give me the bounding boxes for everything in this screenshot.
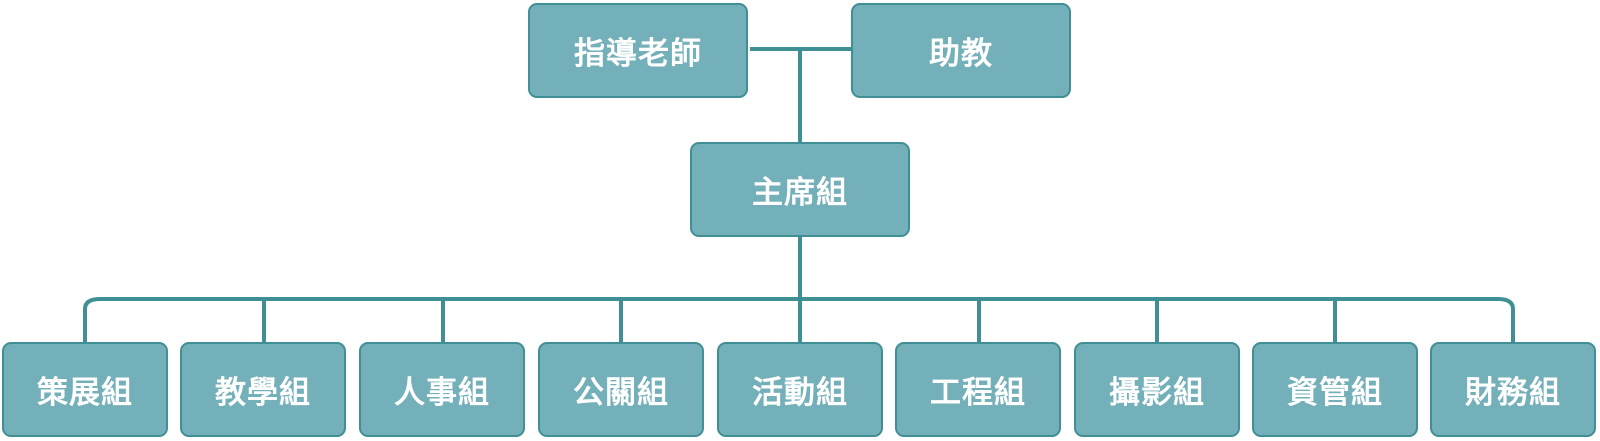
group-node-label: 資管組 bbox=[1287, 375, 1383, 411]
group-node-label: 活動組 bbox=[752, 375, 848, 411]
group-node-label: 財務組 bbox=[1465, 375, 1561, 411]
group-node: 財務組 bbox=[1430, 342, 1596, 437]
group-node-label: 工程組 bbox=[930, 375, 1026, 411]
group-node: 資管組 bbox=[1252, 342, 1418, 437]
group-node-label: 人事組 bbox=[394, 375, 490, 411]
group-node: 工程組 bbox=[895, 342, 1061, 437]
chair-node: 主席組 bbox=[690, 142, 910, 237]
group-node: 人事組 bbox=[359, 342, 525, 437]
advisor-node-ta-label: 助教 bbox=[929, 36, 993, 72]
groups-horizontal-connector bbox=[83, 297, 1515, 342]
group-node: 策展組 bbox=[2, 342, 168, 437]
group-node: 攝影組 bbox=[1074, 342, 1240, 437]
chair-node-label: 主席組 bbox=[752, 175, 848, 211]
advisor-node-ta: 助教 bbox=[851, 3, 1071, 98]
group-node: 教學組 bbox=[180, 342, 346, 437]
group-node-label: 策展組 bbox=[37, 375, 133, 411]
group-node-label: 公關組 bbox=[573, 375, 669, 411]
group-node-label: 教學組 bbox=[215, 375, 311, 411]
group-node: 活動組 bbox=[717, 342, 883, 437]
group-node-label: 攝影組 bbox=[1109, 375, 1205, 411]
group-node: 公關組 bbox=[538, 342, 704, 437]
advisor-node-teacher-label: 指導老師 bbox=[574, 36, 702, 72]
advisor-node-teacher: 指導老師 bbox=[528, 3, 748, 98]
